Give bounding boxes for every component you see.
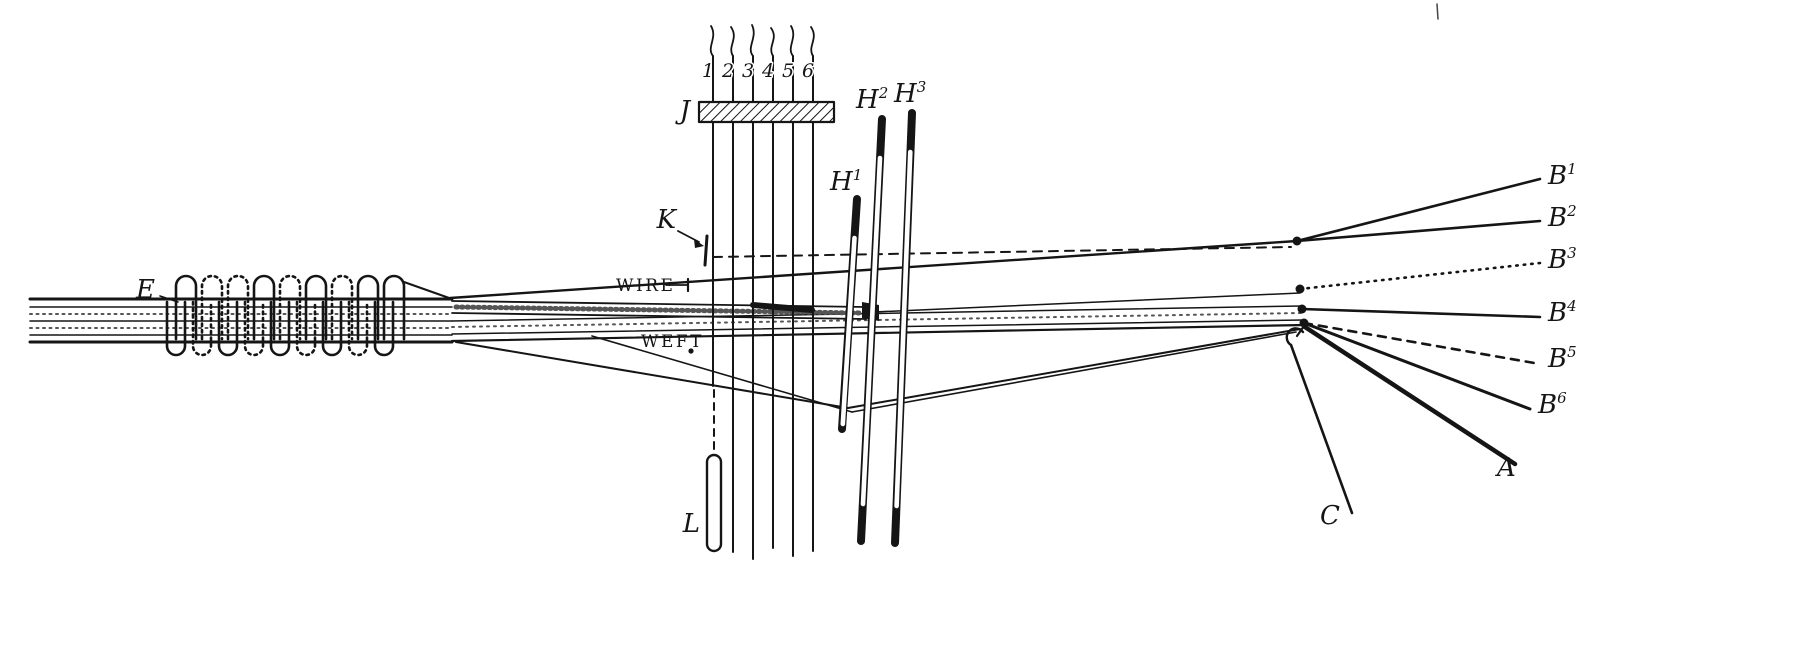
binding-diagonal	[403, 281, 453, 300]
yarn-wavy-tip	[749, 24, 755, 57]
pile-loop-top	[330, 274, 354, 341]
pile-loop-bottom	[347, 300, 369, 357]
label-beam-5: B5	[1547, 343, 1577, 374]
beam-line-b5	[1302, 321, 1542, 366]
beam-line-b6	[1302, 321, 1532, 411]
pile-loop-top	[174, 274, 198, 341]
pile-loop-bottom	[165, 300, 187, 357]
heddle-h3-core	[894, 149, 913, 509]
take-up-spiral	[1285, 327, 1305, 347]
labels: E J K L WIRE WEFT H1 H2 H3 1 2 3 4 5 6 B…	[135, 59, 1577, 540]
pile-loop-top	[278, 274, 302, 341]
pile-loop-bottom	[295, 300, 317, 357]
yarn-number-1: 1	[702, 60, 714, 82]
yarn-board	[697, 100, 836, 124]
pile-loop-top	[200, 274, 224, 341]
beam-line-b2	[1295, 219, 1542, 243]
label-heddle-1: H1	[829, 166, 862, 197]
yarn-number-6: 6	[802, 60, 814, 82]
yarn-wavy-tip	[789, 25, 795, 57]
heddle-h2-core	[860, 155, 883, 507]
yarn-number-5: 5	[782, 60, 794, 82]
yarn-board-outline	[697, 100, 836, 124]
pile-loop-top	[252, 274, 276, 341]
label-pile-loops: E	[135, 275, 155, 305]
beam-line-b4	[1300, 307, 1542, 319]
label-lancet: L	[682, 509, 700, 539]
wire-tip-marker	[677, 230, 709, 267]
label-cord: C	[1320, 501, 1340, 531]
yarn-number-3: 3	[742, 60, 754, 82]
lower-shed-line	[847, 328, 1301, 409]
pile-wire	[451, 300, 879, 321]
yarn-wavy-tip	[709, 25, 715, 57]
pile-loop-top	[382, 274, 406, 341]
e-pointer-line	[159, 295, 179, 303]
ink-layer: E J K L WIRE WEFT H1 H2 H3 1 2 3 4 5 6 B…	[28, 3, 1577, 560]
mid-warp-dotted-line	[451, 312, 1303, 328]
mid-warp-line	[451, 319, 1304, 335]
pile-loops	[165, 274, 453, 357]
label-beam-6: B6	[1537, 389, 1567, 420]
label-beam-4: B4	[1547, 297, 1577, 328]
yarn-wavy-tip	[770, 27, 775, 57]
label-weft-text: WEFT	[641, 332, 704, 352]
wire-stipple-fill	[453, 304, 865, 316]
cord-line-c	[1289, 343, 1354, 515]
dashed-warp-line	[712, 246, 1292, 258]
k-arrowhead	[694, 239, 704, 248]
weft-dark-patch	[750, 302, 815, 313]
pile-loop-top	[304, 274, 328, 341]
weft-dot	[688, 348, 694, 354]
bottom-warp-line	[450, 323, 1307, 343]
label-wire-text: WIRE	[616, 276, 675, 296]
label-beam-2: B2	[1547, 202, 1577, 233]
k-tick	[703, 234, 709, 267]
pile-loop-bottom	[243, 300, 265, 357]
label-yarn-board: J	[675, 96, 692, 126]
label-wire-tip: K	[656, 205, 678, 235]
mid-warp-line	[873, 292, 1301, 313]
warp-fan	[1285, 177, 1542, 515]
pile-loop-bottom	[373, 300, 395, 357]
label-heddle-3: H3	[893, 78, 926, 109]
pile-loop-bottom	[191, 300, 213, 357]
wire-bottom-edge	[451, 312, 867, 320]
pile-loop-top	[226, 274, 250, 341]
lancet-blade	[705, 453, 723, 553]
label-beam-3: B3	[1547, 244, 1577, 275]
heddles	[838, 109, 916, 547]
label-heddle-2: H2	[855, 84, 888, 115]
yarn-wavy-tip	[810, 26, 815, 57]
pile-loop-bottom	[269, 300, 291, 357]
label-beam-1: B1	[1547, 160, 1577, 191]
pile-loop-top	[356, 274, 380, 341]
lay-line-a	[1302, 324, 1518, 467]
yarn-number-2: 2	[721, 60, 734, 82]
lower-shed-line	[455, 341, 849, 409]
heddle-h1-core	[840, 235, 857, 427]
artifact-mark	[1436, 3, 1439, 20]
beam-line-b1	[1295, 177, 1542, 243]
lower-shed-line	[591, 335, 853, 413]
yarn-board-hatch	[699, 102, 834, 122]
label-lay: A	[1495, 453, 1516, 483]
beam-line-b3	[1298, 261, 1542, 291]
lower-shed-line	[851, 331, 1297, 413]
pile-loop-bottom	[217, 300, 239, 357]
woven-cloth	[28, 297, 454, 344]
yarn-wavy-tip	[730, 26, 735, 57]
yarn-number-4: 4	[761, 60, 774, 82]
pile-loop-bottom	[321, 300, 343, 357]
